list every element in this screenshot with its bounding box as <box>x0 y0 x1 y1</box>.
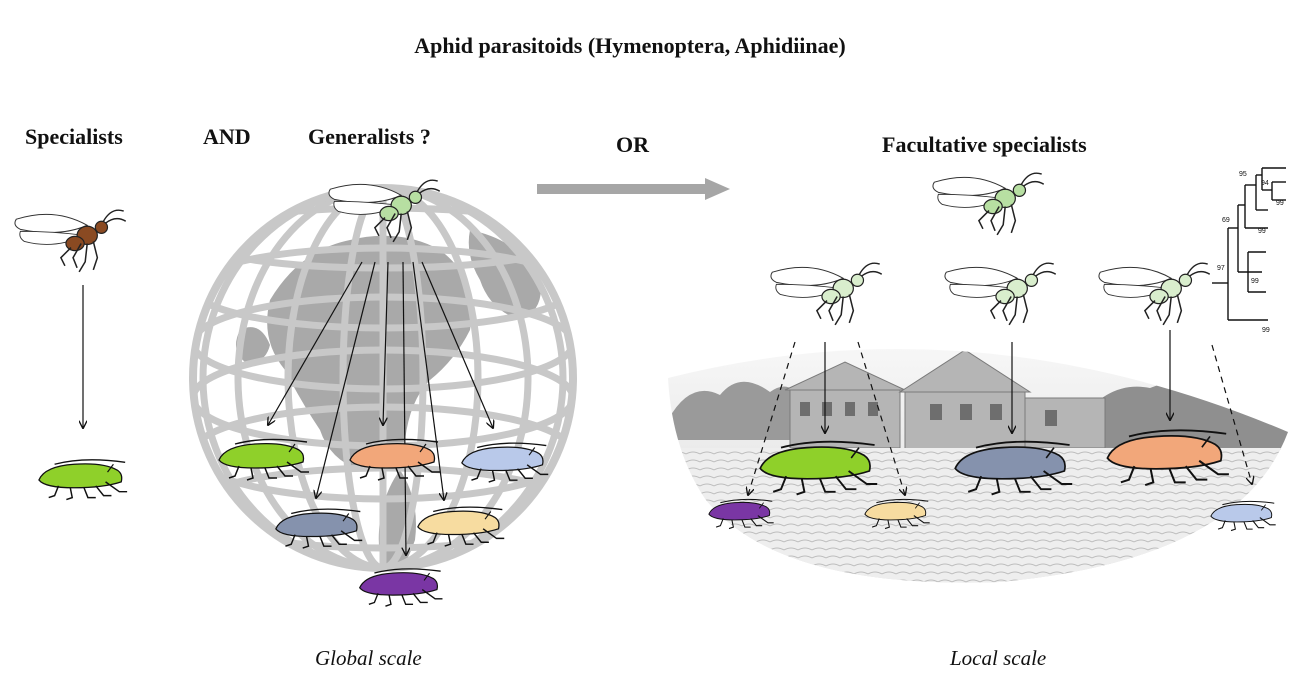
generalists-label: Generalists ? <box>308 124 431 149</box>
facultative-wasp-1 <box>770 262 882 326</box>
bootstrap-label: 97 <box>1217 265 1225 272</box>
bootstrap-label: 99 <box>1258 228 1266 235</box>
figure-title: Aphid parasitoids (Hymenoptera, Aphidiin… <box>414 33 846 58</box>
facultative-wasp-3 <box>1098 262 1210 326</box>
bootstrap-label: 99 <box>1251 278 1259 285</box>
specialist-aphid <box>38 459 128 501</box>
bootstrap-label: 95 <box>1239 171 1247 178</box>
local-scale-label: Local scale <box>950 646 1047 670</box>
facultative-wasp-top <box>932 172 1044 236</box>
bootstrap-values: 95 94 99 69 99 97 99 99 <box>1217 171 1284 334</box>
facultative-specialists-label: Facultative specialists <box>882 132 1087 157</box>
generalist-arrows <box>268 261 493 555</box>
specialists-label: Specialists <box>25 124 123 149</box>
transition-arrow <box>537 178 730 200</box>
globe-illustration <box>189 184 577 572</box>
aphid-purple <box>358 568 444 607</box>
bootstrap-label: 69 <box>1222 217 1230 224</box>
specialist-wasp <box>14 209 126 273</box>
bootstrap-label: 99 <box>1276 200 1284 207</box>
facultative-arrows <box>748 330 1252 495</box>
global-scale-label: Global scale <box>315 646 422 670</box>
or-label: OR <box>616 132 649 157</box>
and-label: AND <box>203 124 251 149</box>
phylogenetic-tree <box>1212 167 1286 321</box>
facultative-wasp-2 <box>944 262 1056 326</box>
bootstrap-label: 99 <box>1262 327 1270 334</box>
bootstrap-label: 94 <box>1261 180 1269 187</box>
